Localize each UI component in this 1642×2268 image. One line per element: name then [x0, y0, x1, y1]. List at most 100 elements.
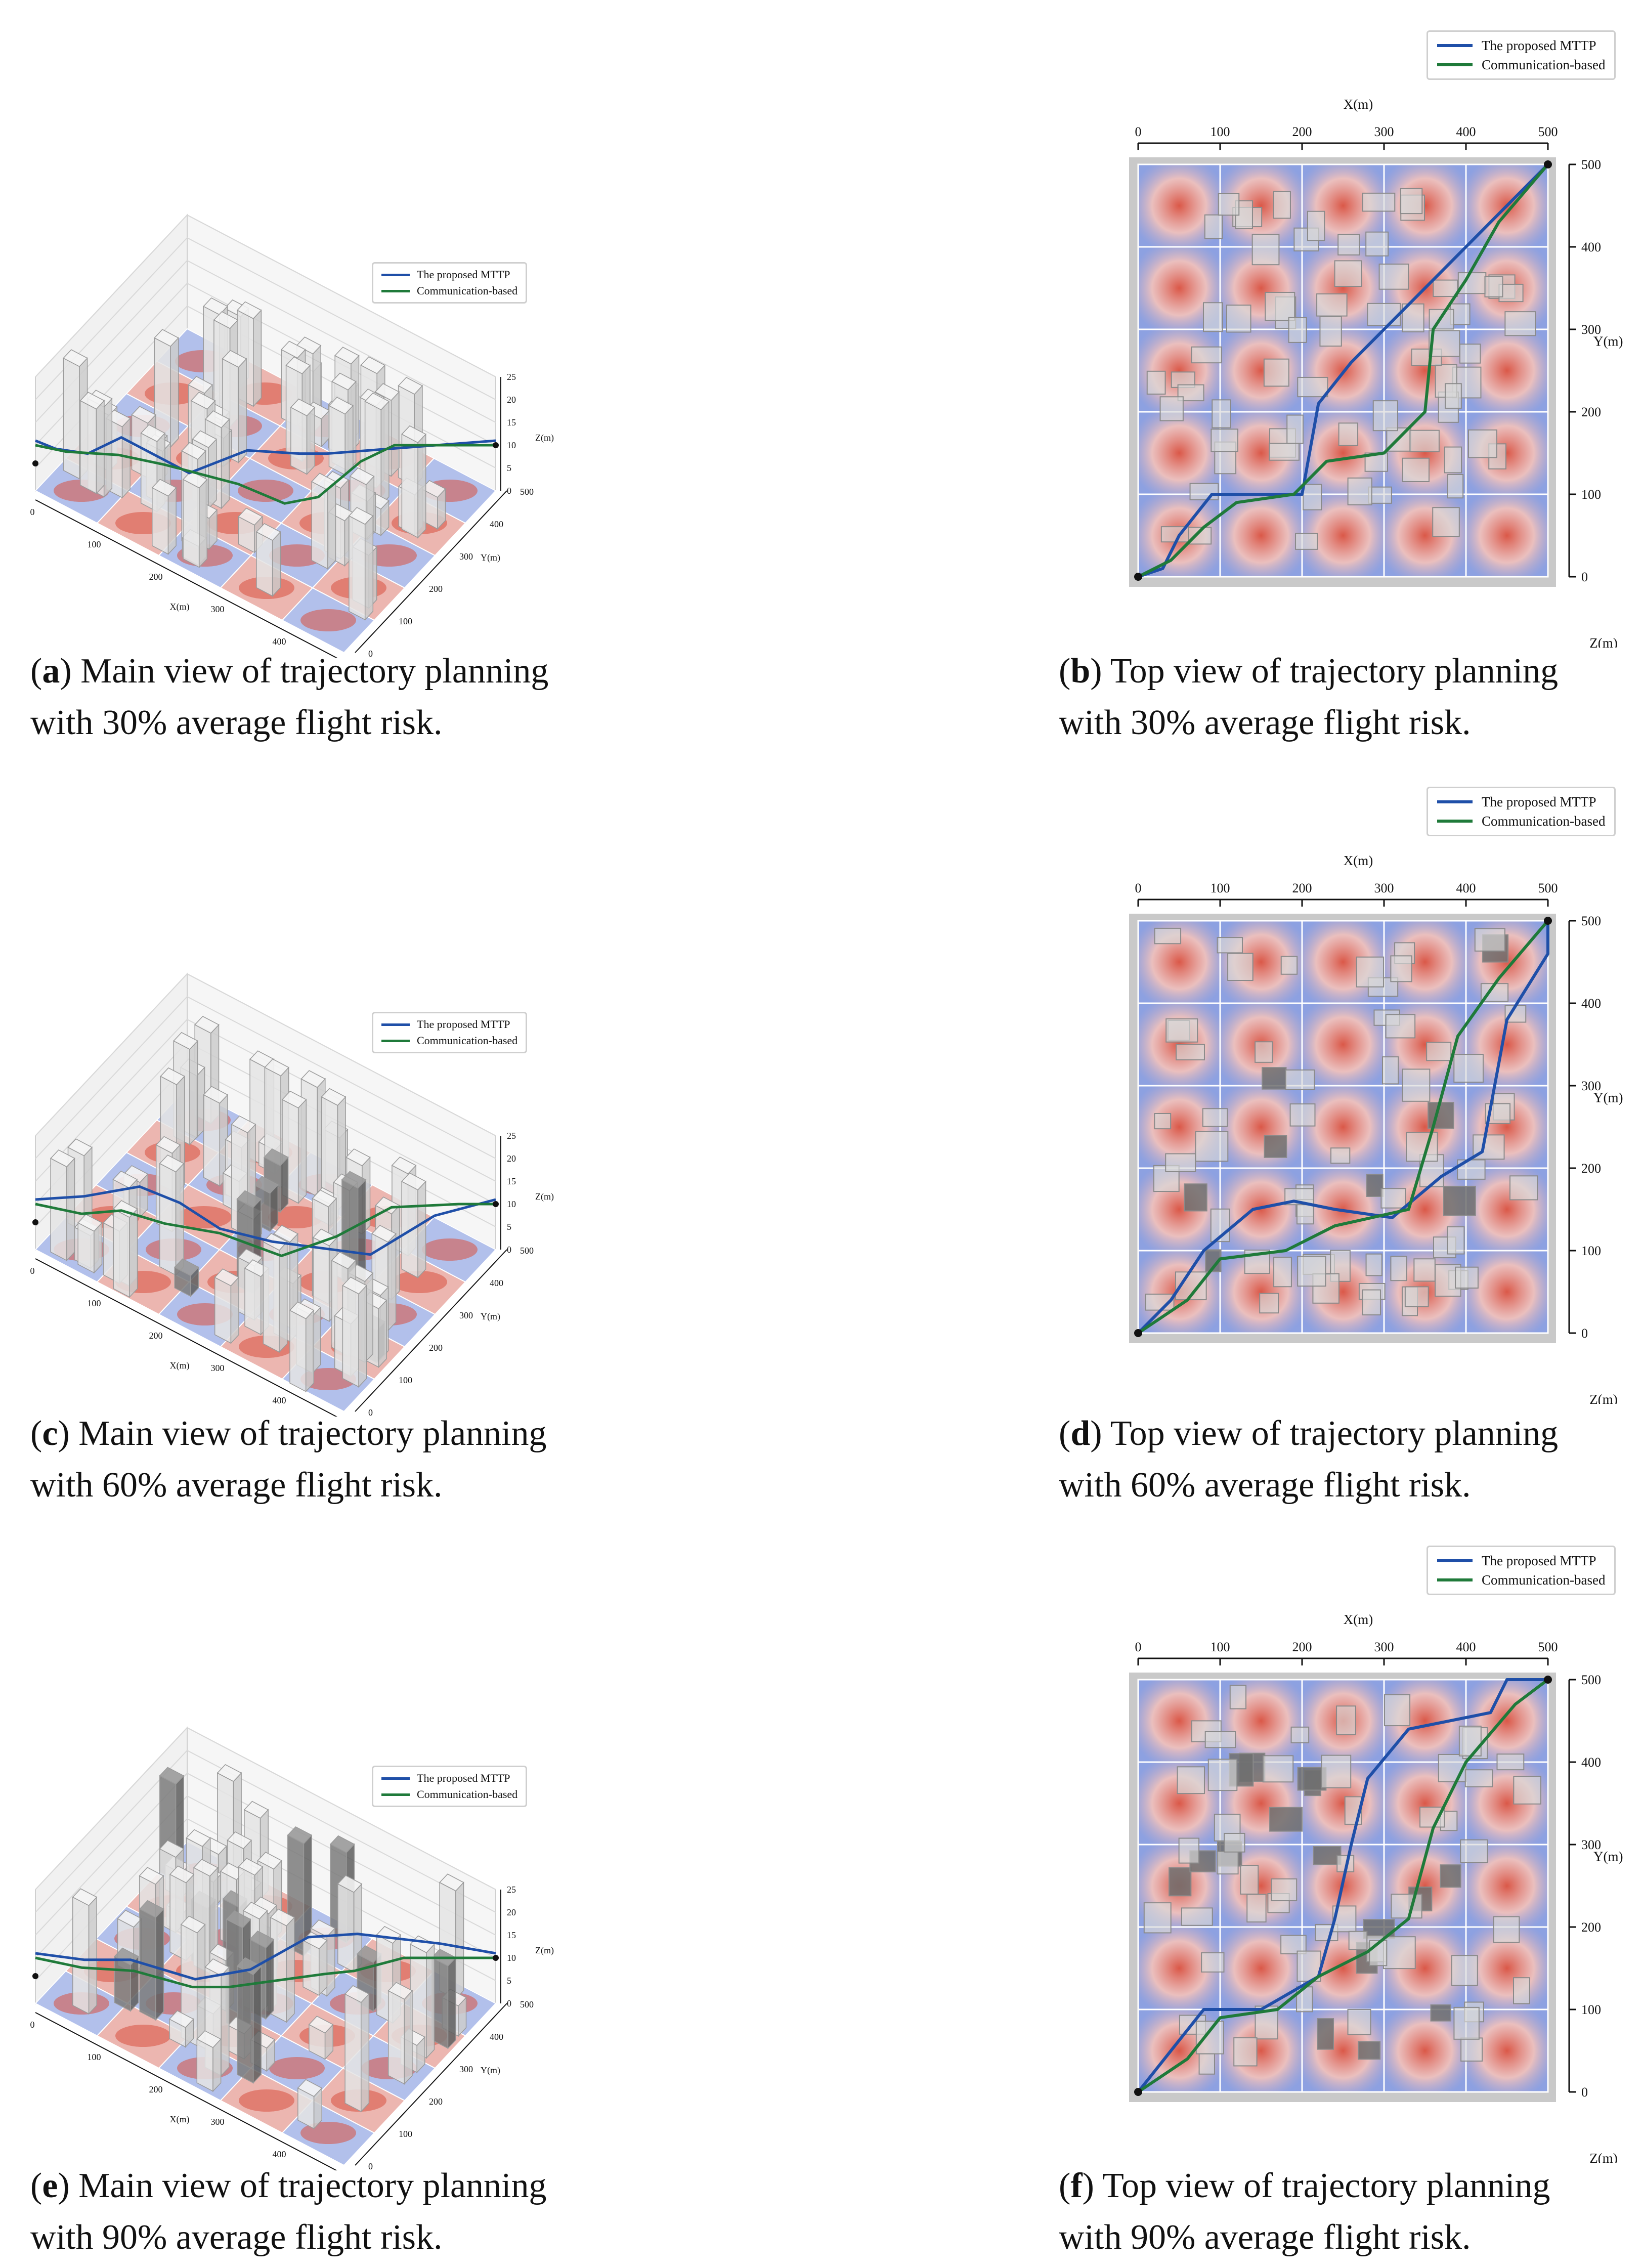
legend-label-mttp: The proposed MTTP	[1482, 794, 1596, 809]
building-roof	[391, 1157, 417, 1175]
building-roof	[154, 329, 179, 347]
building-face	[72, 1896, 90, 2015]
y-tick-label: 100	[399, 616, 412, 626]
building-side	[327, 481, 336, 570]
legend-label-mttp: The proposed MTTP	[1482, 37, 1596, 53]
y-tick-label: 100	[1581, 1244, 1601, 1258]
building-side	[326, 1927, 335, 1997]
building-side	[272, 531, 281, 597]
grid-line	[35, 214, 496, 377]
main-view-chart-a: 0010010020020030030040040050050005101520…	[30, 213, 554, 679]
grid-line	[35, 1018, 496, 1182]
y-tick-label: 200	[1581, 1161, 1601, 1176]
building-face	[337, 1883, 355, 1973]
building	[1321, 1755, 1352, 1788]
building-face	[63, 357, 80, 480]
building-roof	[79, 392, 105, 410]
legend-swatch-mttp	[1437, 44, 1473, 47]
x-tick-label: 100	[1211, 124, 1230, 139]
building	[1297, 1256, 1326, 1287]
y-axis-line	[355, 1249, 507, 1412]
building-roof	[67, 1138, 93, 1157]
building	[1402, 1068, 1431, 1102]
building-roof	[159, 1839, 185, 1858]
risk-zone	[1301, 1002, 1385, 1087]
caption-text: ) Main view of trajectory planning	[58, 1414, 547, 1453]
building-roof	[420, 480, 446, 498]
building-side	[391, 391, 400, 478]
legend-d: The proposed MTTP Communication-based	[1427, 787, 1616, 836]
legend-label-mttp: The proposed MTTP	[417, 1772, 510, 1784]
caption-b: (b) Top view of trajectory planning with…	[1059, 646, 1558, 749]
y-axis-title: Y(m)	[481, 2065, 500, 2076]
building-roof	[374, 383, 400, 401]
building	[1202, 1108, 1228, 1127]
building-side	[208, 438, 217, 509]
building-side	[364, 515, 374, 621]
building	[1229, 1685, 1247, 1709]
y-tick-label: 500	[520, 487, 534, 497]
building-face	[290, 406, 308, 475]
caption-a: (a) Main view of trajectory planning wit…	[30, 646, 548, 749]
end-point	[493, 1955, 499, 1961]
z-tick-label: 20	[507, 1153, 516, 1164]
z-tick-label: 5	[507, 463, 511, 473]
y-tick-label: 400	[1581, 240, 1601, 254]
building-roof	[181, 442, 206, 460]
building	[1447, 474, 1464, 499]
x-tick-label: 200	[1292, 881, 1312, 895]
building	[1259, 1293, 1279, 1314]
building-roof	[193, 1859, 219, 1877]
building-face	[289, 1309, 307, 1392]
x-tick-label: 400	[273, 2149, 286, 2159]
building	[1451, 1955, 1478, 1986]
building-face	[303, 1940, 320, 1996]
start-point	[1134, 1329, 1142, 1337]
building	[1154, 927, 1182, 945]
building	[1195, 1131, 1229, 1162]
building	[1378, 263, 1409, 290]
building-roof	[194, 1015, 220, 1034]
risk-center	[238, 480, 293, 502]
z-tick-label: 20	[507, 1907, 516, 1917]
legend-label-mttp: The proposed MTTP	[417, 1018, 510, 1031]
building	[1458, 1725, 1482, 1757]
building	[1334, 260, 1362, 287]
risk-center	[269, 544, 325, 567]
building	[1347, 2008, 1371, 2035]
risk-zone	[1301, 1679, 1385, 1763]
building	[1319, 316, 1342, 347]
series-line-mttp	[1137, 921, 1549, 1335]
z-tick-label: 15	[507, 1930, 516, 1940]
z-tick-label: 10	[507, 1199, 516, 1209]
building-roof	[168, 2010, 194, 2028]
building-face	[152, 487, 169, 555]
building-side	[305, 1309, 315, 1393]
building-roof	[401, 1172, 426, 1190]
z-axis-title: Z(m)	[535, 1191, 554, 1202]
y-axis-title: Y(m)	[1593, 334, 1623, 349]
building	[1217, 937, 1243, 954]
building-roof	[236, 301, 262, 319]
building	[1460, 1839, 1488, 1863]
z-tick-label: 15	[507, 417, 516, 427]
building-side	[221, 418, 230, 509]
legend-label-comm: Communication-based	[1482, 57, 1606, 72]
z-tick-label: 0	[507, 486, 511, 496]
building	[1165, 1153, 1196, 1172]
building	[1330, 1147, 1351, 1164]
risk-zone	[1219, 1167, 1303, 1252]
building-roof	[204, 410, 230, 429]
building	[1444, 446, 1462, 474]
legend-label-comm: Communication-based	[417, 1034, 518, 1047]
y-tick-label: 500	[1581, 1673, 1601, 1687]
panel-e: 0010010020020030030040040050050005101520…	[0, 1715, 556, 2192]
building-roof	[188, 376, 213, 394]
building-roof	[214, 1268, 240, 1287]
building-roof	[238, 507, 263, 526]
series-line-comm	[1137, 920, 1549, 1335]
caption-text-line2: with 60% average flight risk.	[1059, 1466, 1471, 1505]
building	[1307, 210, 1325, 241]
building	[1203, 302, 1223, 332]
